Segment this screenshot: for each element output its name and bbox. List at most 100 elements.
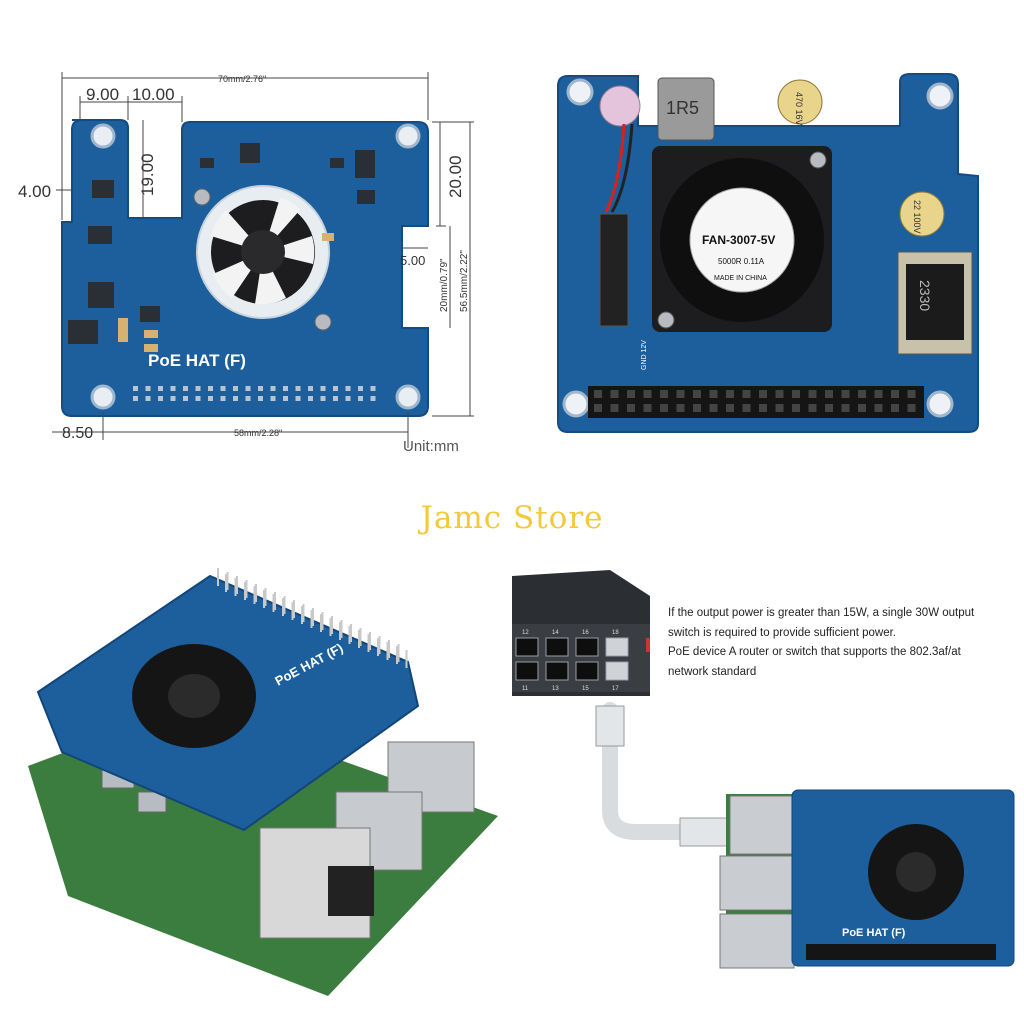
gpio-pin xyxy=(133,396,138,401)
fan-icon xyxy=(689,187,795,293)
mount-hole xyxy=(90,123,116,149)
gpio-pin xyxy=(676,390,685,398)
gpio-pin xyxy=(320,396,326,401)
gpio-pin xyxy=(825,404,833,412)
port-label: 15 xyxy=(582,686,589,692)
inductor-label: 1R5 xyxy=(666,98,699,118)
gpio-pin xyxy=(170,386,176,391)
rj45-plug-icon xyxy=(595,705,625,747)
gpio-pin xyxy=(643,390,652,398)
board-label: PoE HAT (F) xyxy=(842,927,906,939)
screw-icon xyxy=(657,311,675,329)
gpio-pin xyxy=(208,386,213,391)
ethernet-port-icon[interactable] xyxy=(545,661,569,681)
ethernet-port-icon[interactable] xyxy=(605,637,629,657)
gpio-pin xyxy=(258,396,263,401)
gpio-pin xyxy=(874,404,883,412)
mount-hole xyxy=(562,390,590,418)
gpio-pin xyxy=(320,386,326,391)
gpio-pin xyxy=(233,386,238,391)
dim-width-total: 70mm/2.76" xyxy=(218,74,266,84)
usb-port-icon xyxy=(387,741,475,813)
screw-icon xyxy=(193,188,211,206)
gpio-pin xyxy=(258,386,263,391)
gpio-pin xyxy=(825,390,833,398)
gpio-pin xyxy=(792,390,800,398)
ethernet-port-icon[interactable] xyxy=(545,637,569,657)
gpio-pin xyxy=(594,404,602,412)
hdmi-port-icon xyxy=(137,791,167,813)
usb-port-icon xyxy=(719,855,795,911)
ethernet-port-icon[interactable] xyxy=(575,637,599,657)
gpio-pin xyxy=(676,404,685,412)
ethernet-port-icon[interactable] xyxy=(515,661,539,681)
gpio-pin xyxy=(775,390,784,398)
ethernet-port-icon[interactable] xyxy=(605,661,629,681)
fan-connector xyxy=(599,213,629,327)
gpio-header xyxy=(806,944,996,960)
gpio-pin xyxy=(759,390,767,398)
gpio-pin xyxy=(627,390,635,398)
gpio-pin xyxy=(610,390,619,398)
gpio-pin xyxy=(283,386,288,391)
board-label: PoE HAT (F) xyxy=(148,351,246,370)
gpio-pin xyxy=(726,404,734,412)
dim-bottom-left: 8.50 xyxy=(62,425,93,442)
gpio-pin xyxy=(858,390,866,398)
dim-hole-spacing: 58mm/2.28" xyxy=(234,428,282,438)
gpio-pin xyxy=(742,404,751,412)
gpio-pin xyxy=(295,386,301,391)
gpio-pin xyxy=(841,404,850,412)
gpio-pin xyxy=(345,386,351,391)
gpio-pin xyxy=(775,404,784,412)
gpio-pin xyxy=(693,390,701,398)
ethernet-port-icon[interactable] xyxy=(575,661,599,681)
gpio-pin xyxy=(333,396,338,401)
capacitor-icon xyxy=(777,79,823,125)
gpio-pin xyxy=(891,390,899,398)
dim-top-left-a: 9.00 xyxy=(86,85,119,104)
screw-icon xyxy=(809,151,827,169)
gpio-pin xyxy=(270,396,276,401)
gpio-pin xyxy=(133,386,138,391)
port-label: 12 xyxy=(522,630,529,636)
gpio-pin xyxy=(183,396,188,401)
gpio-pin xyxy=(358,396,363,401)
gpio-pin xyxy=(270,386,276,391)
gpio-pin xyxy=(808,404,817,412)
gpio-pin xyxy=(233,396,238,401)
assembled-3d-view: PoE HAT (F) xyxy=(28,568,498,996)
gpio-header xyxy=(588,386,924,418)
gpio-pin xyxy=(245,386,251,391)
note-line-1: If the output power is greater than 15W,… xyxy=(668,607,975,619)
gpio-pin xyxy=(345,396,351,401)
gpio-pin xyxy=(145,396,151,401)
gpio-pin xyxy=(370,386,376,391)
mount-hole xyxy=(395,123,421,149)
gpio-pin xyxy=(660,404,668,412)
gpio-pin xyxy=(158,396,163,401)
gpio-pin xyxy=(709,390,718,398)
inductor-icon xyxy=(657,77,715,141)
gpio-pin xyxy=(858,404,866,412)
capacitor-icon xyxy=(899,191,945,237)
fan-wire xyxy=(604,123,626,213)
mount-hole xyxy=(395,384,421,410)
gpio-pin xyxy=(709,404,718,412)
gpio-pin xyxy=(841,390,850,398)
port-label: 11 xyxy=(522,686,529,692)
rj45-socket xyxy=(328,866,374,916)
passive-components xyxy=(118,233,334,352)
fan-origin: MADE IN CHINA xyxy=(714,275,767,282)
ethernet-port-icon[interactable] xyxy=(515,637,539,657)
capacitor-icon xyxy=(599,85,641,127)
dim-left-notch-depth: 19.00 xyxy=(138,153,157,196)
gpio-pin xyxy=(891,404,899,412)
gpio-pin xyxy=(333,386,338,391)
gpio-pin xyxy=(195,396,201,401)
gpio-pin xyxy=(308,396,313,401)
dim-left-offset: 4.00 xyxy=(18,182,51,201)
note-line-3: PoE device A router or switch that suppo… xyxy=(668,646,961,658)
gpio-pin xyxy=(370,396,376,401)
